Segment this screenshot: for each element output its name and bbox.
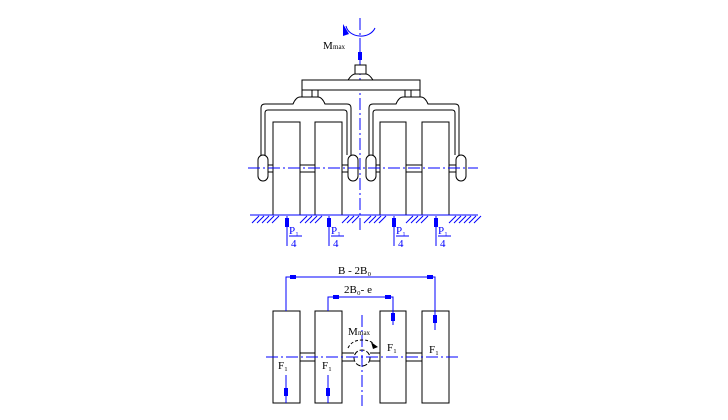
hatch-stroke: [368, 215, 377, 224]
hatch-stroke: [341, 215, 350, 224]
force-label: F₁: [387, 342, 397, 354]
hatch-stroke: [363, 215, 372, 224]
plan-moment-arrowhead-icon: [371, 342, 378, 349]
force-label: F₁: [322, 360, 332, 372]
hatch-stroke: [346, 215, 355, 224]
plan-moment-label: M: [348, 326, 358, 338]
center-pivot: [354, 64, 367, 75]
dim-arrowhead-icon: [290, 275, 296, 279]
hatch-stroke: [261, 215, 270, 224]
moment-arc: [345, 25, 376, 37]
ground-hatching: [251, 215, 482, 224]
left-bridge-inner: [264, 109, 348, 155]
pivot-base: [347, 73, 374, 81]
hatch-stroke: [251, 215, 260, 224]
load-numerator: P₁: [331, 225, 341, 237]
plan-moment-subscript: max: [358, 329, 371, 337]
hatch-stroke: [473, 215, 482, 224]
hatch-stroke: [378, 215, 387, 224]
force-arrowhead-icon: [433, 315, 437, 323]
hatch-stroke: [420, 215, 429, 224]
load-denominator: 4: [333, 238, 339, 250]
hatch-stroke: [299, 215, 308, 224]
outer-dimension-line: [285, 276, 436, 311]
force-arrowhead-icon: [326, 388, 330, 396]
hatch-stroke: [256, 215, 265, 224]
hatch-stroke: [351, 215, 360, 224]
load-arrowhead-icon: [392, 218, 396, 227]
plan-view: B - 2B₀ 2B₀- e M max F₁ F₁ F₁ F₁: [266, 265, 458, 406]
hatch-stroke: [463, 215, 472, 224]
dim-arrowhead-icon: [385, 295, 391, 299]
load-denominator: 4: [291, 238, 297, 250]
dim-arrowhead-icon: [427, 275, 433, 279]
inner-dimension-line: [327, 296, 394, 311]
wheel-hubs: [300, 164, 422, 173]
hatch-stroke: [309, 215, 318, 224]
left-bridge-outer: [260, 96, 352, 155]
load-arrowhead-icon: [358, 52, 362, 60]
load-denominator: 4: [398, 238, 404, 250]
hatch-stroke: [314, 215, 323, 224]
plan-moment-arc: [347, 339, 375, 349]
hatch-stroke: [304, 215, 313, 224]
load-numerator: P₁: [289, 225, 299, 237]
hatch-stroke: [405, 215, 414, 224]
beam-supports: [301, 90, 421, 97]
right-bridge-inner: [372, 109, 456, 155]
hatch-stroke: [458, 215, 467, 224]
hatch-stroke: [373, 215, 382, 224]
outer-dimension-label: B - 2B₀: [338, 265, 371, 277]
hatch-stroke: [468, 215, 477, 224]
load-arrowhead-icon: [327, 218, 331, 227]
inner-dimension-label: 2B₀- e: [344, 284, 372, 296]
moment-arrowhead-icon: [343, 24, 349, 36]
hatch-stroke: [266, 215, 275, 224]
load-numerator: P₁: [396, 225, 406, 237]
right-bridge-outer: [368, 96, 460, 155]
moment-subscript: max: [333, 43, 346, 51]
hatch-stroke: [453, 215, 462, 224]
main-beam: [301, 79, 421, 91]
force-arrowhead-icon: [284, 388, 288, 396]
load-arrowhead-icon: [285, 218, 289, 227]
dim-arrowhead-icon: [333, 295, 339, 299]
hatch-stroke: [448, 215, 457, 224]
load-arrowhead-icon: [434, 218, 438, 227]
load-numerator: P₁: [438, 225, 448, 237]
hatch-stroke: [271, 215, 280, 224]
force-label: F₁: [429, 344, 439, 356]
plan-axles: [300, 352, 422, 362]
hatch-stroke: [415, 215, 424, 224]
force-label: F₁: [278, 360, 288, 372]
moment-label: M: [323, 40, 333, 52]
hatch-stroke: [410, 215, 419, 224]
load-denominator: 4: [440, 238, 446, 250]
force-arrowhead-icon: [391, 313, 395, 321]
